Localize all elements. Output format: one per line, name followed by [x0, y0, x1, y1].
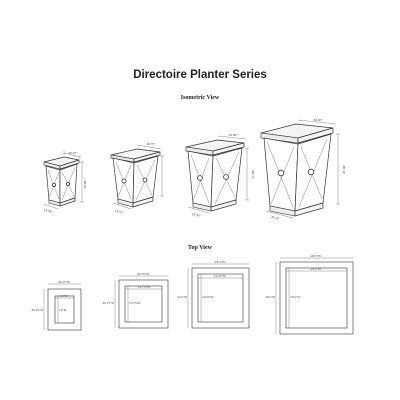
isometric-planter-1: 20.25" 16.00" 13.50" — [43, 151, 87, 214]
top-view-3: 24.5"W 19.25"W 24.5"D 19.25"D — [177, 260, 250, 329]
page-title: Directoire Planter Series — [133, 69, 267, 81]
isometric-planter-3: 24.50" 21.00" 18.50" — [185, 133, 255, 218]
top-view-1-inner-width: 14"W — [60, 294, 69, 298]
isometric-3-height-dimension: 21.00" — [251, 169, 255, 179]
top-view-3-outer-depth: 24.5"D — [177, 295, 187, 299]
top-view-3-inner-width: 19.25"W — [214, 274, 227, 278]
top-view-label: Top View — [188, 245, 213, 251]
top-view-2-outer-width: 20.75"W — [137, 272, 150, 276]
top-view-4-inner-width: 23.5"W — [311, 267, 322, 271]
isometric-view-label: Isometric View — [181, 95, 220, 101]
top-view-1-inner-depth: 14"D — [59, 308, 67, 312]
top-view-2: 20.75"W 15.75"W 20.75"D 15.75"D — [103, 272, 169, 329]
isometric-4-base-dimension: 20.25" — [270, 215, 280, 221]
isometric-4-top-dimension: 30.50" — [313, 118, 323, 122]
top-view-4-outer-depth: 26.5"D — [265, 295, 275, 299]
top-view-4-inner-depth: 23.5"D — [290, 295, 300, 299]
isometric-4-height-dimension: 31.00" — [342, 164, 346, 174]
top-view-2-inner-width: 15.75"W — [138, 285, 151, 289]
top-view-3-outer-width: 24.5"W — [215, 260, 226, 264]
isometric-3-base-dimension: 18.50" — [191, 212, 201, 218]
isometric-1-height-dimension: 16.00" — [83, 179, 87, 189]
top-view-1: 20.25"W 14"W 20.25"D 14"D — [32, 280, 82, 331]
isometric-2-base-dimension: 15.75" — [114, 209, 124, 215]
top-view-2-outer-depth: 20.75"D — [103, 301, 115, 305]
top-view-2-inner-depth: 15.75"D — [129, 301, 141, 305]
top-view-1-outer-depth: 20.25"D — [32, 308, 44, 312]
top-view-4-outer-width: 26.5"W — [311, 254, 322, 258]
isometric-1-top-dimension: 20.25" — [68, 151, 78, 155]
isometric-planter-2: 20.75" 15.75" — [110, 142, 164, 215]
isometric-3-top-dimension: 24.50" — [228, 133, 238, 137]
isometric-planter-4: 30.50" 31.00" 20.25" — [260, 118, 346, 221]
isometric-1-base-dimension: 13.50" — [43, 208, 53, 214]
top-view-1-outer-width: 20.25"W — [58, 280, 71, 284]
top-view-3-inner-depth: 19.25"D — [202, 295, 214, 299]
isometric-2-top-dimension: 20.75" — [146, 142, 156, 146]
top-view-4: 26.5"W 23.5"W 26.5"D 23.5"D — [265, 254, 354, 335]
